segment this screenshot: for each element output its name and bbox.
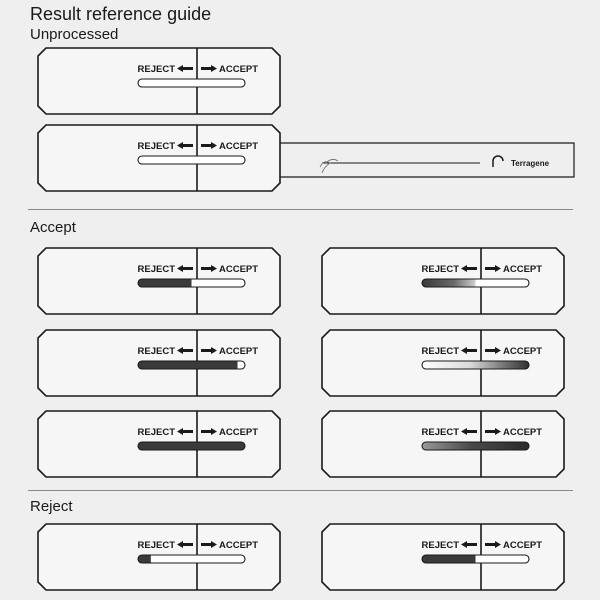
arrow-left-icon <box>177 142 193 149</box>
arrow-left-icon <box>177 347 193 354</box>
indicator-unprocessed-1: REJECT ACCEPT <box>37 47 281 115</box>
reject-label: REJECT <box>138 64 176 75</box>
tube-outline <box>137 278 246 288</box>
accept-label: ACCEPT <box>219 141 258 152</box>
reject-label: REJECT <box>422 264 460 275</box>
tube-outline <box>421 554 530 564</box>
reject-label: REJECT <box>138 264 176 275</box>
accept-label: ACCEPT <box>219 540 258 551</box>
accept-label: ACCEPT <box>219 346 258 357</box>
reject-label: REJECT <box>422 346 460 357</box>
squiggle-mark <box>319 158 339 174</box>
accept-label: ACCEPT <box>219 427 258 438</box>
arrow-left-icon <box>461 541 477 548</box>
reject-label: REJECT <box>422 540 460 551</box>
section-label-accept: Accept <box>30 219 76 236</box>
arrow-left-icon <box>177 428 193 435</box>
tube-fill <box>422 361 529 369</box>
tube-outline <box>137 155 246 165</box>
tube-fill <box>138 361 238 369</box>
tube-outline <box>137 360 246 370</box>
tube-fill <box>138 555 151 563</box>
accept-label: ACCEPT <box>503 427 542 438</box>
indicator-reject-2: REJECT ACCEPT <box>321 523 565 591</box>
arrow-right-icon <box>201 347 217 354</box>
indicator-accept-3: REJECT ACCEPT <box>37 329 281 397</box>
tube-outline <box>137 78 246 88</box>
indicator-accept-1: REJECT ACCEPT <box>37 247 281 315</box>
indicator-accept-2: REJECT ACCEPT <box>321 247 565 315</box>
arrow-left-icon <box>461 347 477 354</box>
arrow-right-icon <box>201 265 217 272</box>
tube-fill <box>422 442 529 450</box>
divider-2 <box>28 490 573 491</box>
indicator-accept-5: REJECT ACCEPT <box>37 410 281 478</box>
arrow-left-icon <box>177 265 193 272</box>
indicator-extension <box>280 142 575 178</box>
accept-label: ACCEPT <box>503 346 542 357</box>
arrow-right-icon <box>485 347 501 354</box>
section-label-unprocessed: Unprocessed <box>30 26 119 43</box>
tube-fill <box>422 555 476 563</box>
indicator-accept-6: REJECT ACCEPT <box>321 410 565 478</box>
arrow-right-icon <box>201 428 217 435</box>
section-label-reject: Reject <box>30 498 73 515</box>
reject-label: REJECT <box>422 427 460 438</box>
arrow-left-icon <box>177 541 193 548</box>
tube-fill <box>138 442 245 450</box>
tube-outline <box>421 278 530 288</box>
page-title: Result reference guide <box>30 4 212 24</box>
accept-label: ACCEPT <box>503 264 542 275</box>
indicator-reject-1: REJECT ACCEPT <box>37 523 281 591</box>
reject-label: REJECT <box>138 540 176 551</box>
tube-outline <box>421 441 530 451</box>
tube-fill <box>138 279 192 287</box>
tube-outline <box>421 360 530 370</box>
accept-label: ACCEPT <box>219 264 258 275</box>
arrow-left-icon <box>461 265 477 272</box>
arrow-left-icon <box>461 428 477 435</box>
tube-fill <box>422 279 476 287</box>
brand-logo-icon <box>492 155 504 167</box>
arrow-right-icon <box>485 265 501 272</box>
tube-outline <box>137 441 246 451</box>
arrow-right-icon <box>201 142 217 149</box>
divider-1 <box>28 209 573 210</box>
tube-background <box>138 555 245 563</box>
reject-label: REJECT <box>138 427 176 438</box>
brand-label: Terragene <box>511 159 550 168</box>
indicator-unprocessed-2: Terragene REJECT ACCEPT <box>37 124 575 192</box>
arrow-left-icon <box>177 65 193 72</box>
arrow-right-icon <box>485 428 501 435</box>
indicator-accept-4: REJECT ACCEPT <box>321 329 565 397</box>
tube-outline <box>137 554 246 564</box>
tube-background <box>138 156 245 164</box>
accept-label: ACCEPT <box>219 64 258 75</box>
tube-background <box>138 79 245 87</box>
arrow-right-icon <box>201 541 217 548</box>
reject-label: REJECT <box>138 141 176 152</box>
reject-label: REJECT <box>138 346 176 357</box>
arrow-right-icon <box>201 65 217 72</box>
accept-label: ACCEPT <box>503 540 542 551</box>
arrow-right-icon <box>485 541 501 548</box>
